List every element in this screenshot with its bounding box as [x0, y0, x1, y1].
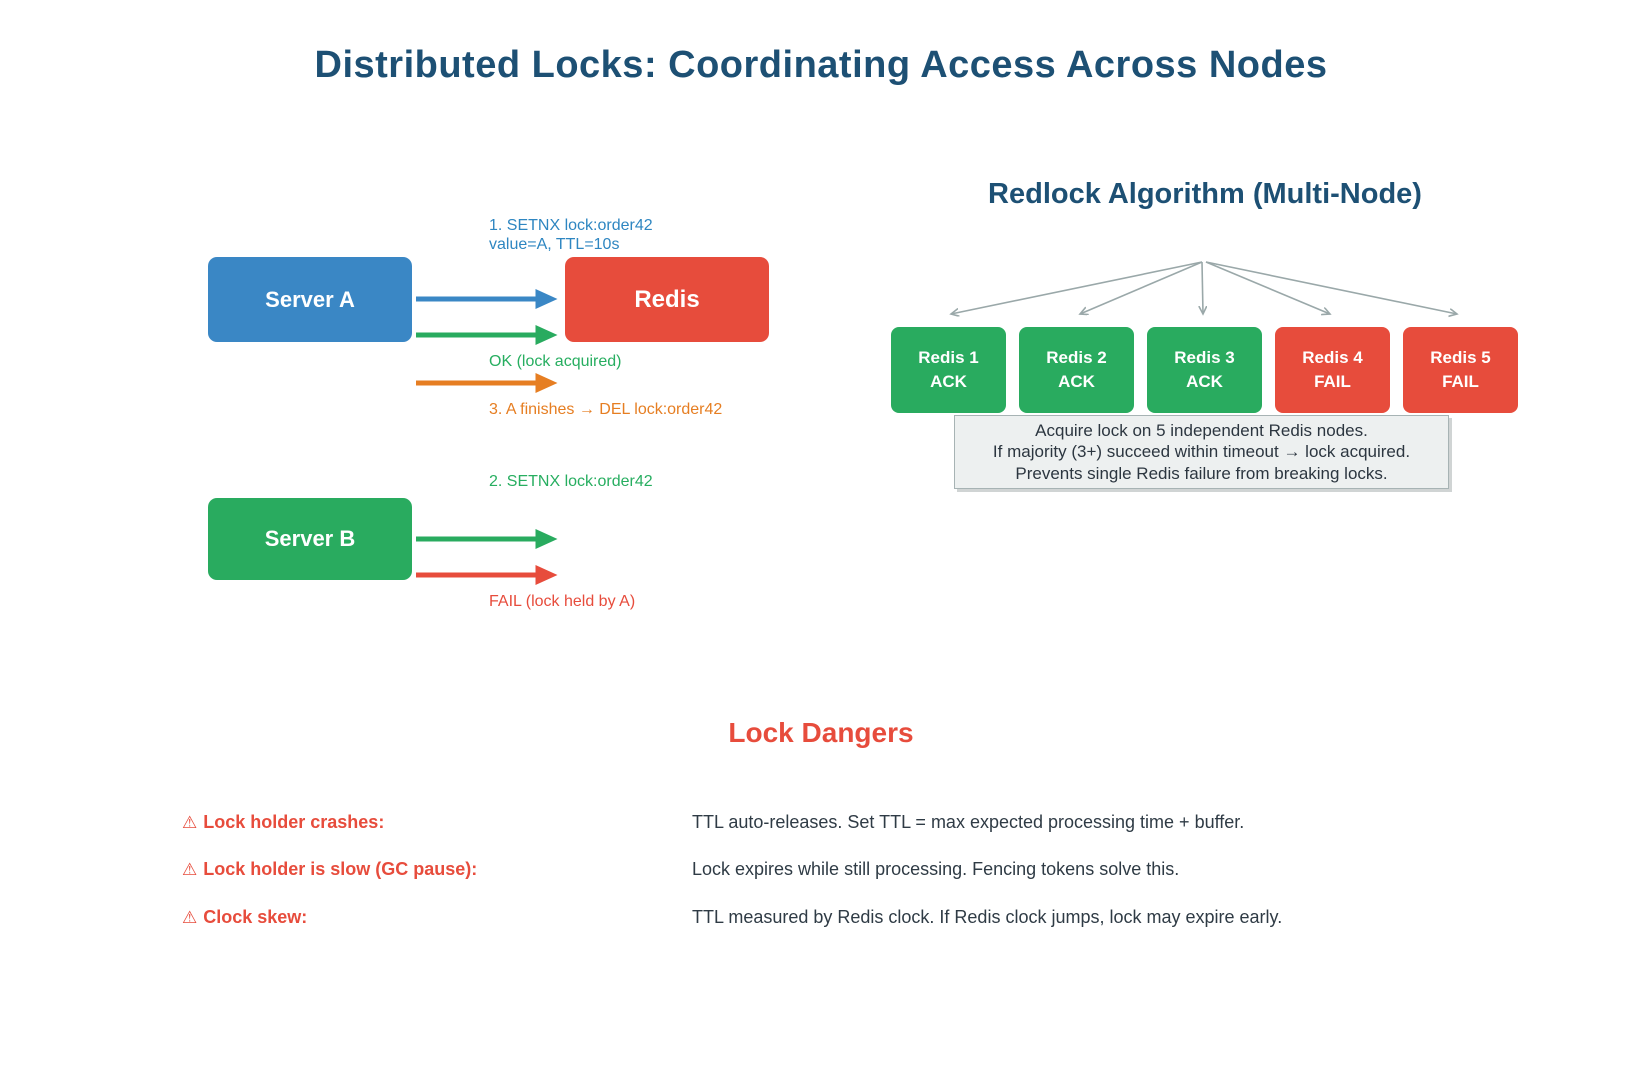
redis-node-4: Redis 4 FAIL: [1275, 327, 1390, 413]
redlock-title: Redlock Algorithm (Multi-Node): [988, 178, 1422, 210]
server-b-box: Server B: [208, 498, 412, 580]
danger-label-clock-skew: ⚠ Clock skew:: [182, 907, 307, 928]
page-title: Distributed Locks: Coordinating Access A…: [314, 44, 1328, 86]
redis-label: Redis: [634, 285, 700, 313]
server-b-label: Server B: [264, 526, 356, 551]
redis-node-2: Redis 2 ACK: [1019, 327, 1134, 413]
redis-node-4-status: FAIL: [1314, 372, 1351, 391]
danger-label-crashes: ⚠ Lock holder crashes:: [182, 812, 384, 833]
danger-label-text: Lock holder is slow (GC pause):: [203, 859, 478, 879]
msg1-label: 1. SETNX lock:order42 value=A, TTL=10s: [489, 216, 653, 254]
redis-node-5: Redis 5 FAIL: [1403, 327, 1518, 413]
danger-desc-crashes: TTL auto-releases. Set TTL = max expecte…: [692, 812, 1245, 832]
fan-arrow-redis2: [1080, 261, 1203, 314]
danger-row-clock-skew: ⚠ Clock skew: TTL measured by Redis clock…: [0, 907, 1642, 931]
redlock-note-line2: If majority (3+) succeed within timeout …: [992, 442, 1411, 462]
redis-node-2-name: Redis 2: [1046, 348, 1107, 367]
fan-arrow-redis3: [1202, 261, 1203, 314]
danger-desc-slow: Lock expires while still processing. Fen…: [692, 859, 1180, 879]
danger-desc-clock-skew: TTL measured by Redis clock. If Redis cl…: [692, 907, 1283, 927]
redis-node-1: Redis 1 ACK: [891, 327, 1006, 413]
warning-icon: ⚠: [182, 908, 198, 927]
danger-row-crashes: ⚠ Lock holder crashes: TTL auto-releases.…: [0, 812, 1642, 836]
danger-row-slow: ⚠ Lock holder is slow (GC pause): Lock ex…: [0, 859, 1642, 883]
redis-node-5-name: Redis 5: [1430, 348, 1491, 367]
redlock-note-box: Acquire lock on 5 independent Redis node…: [954, 415, 1449, 489]
redis-node-3: Redis 3 ACK: [1147, 327, 1262, 413]
redis-node-3-name: Redis 3: [1174, 348, 1235, 367]
fail-label: FAIL (lock held by A): [489, 593, 636, 610]
redis-box: Redis: [565, 257, 769, 342]
server-a-box: Server A: [208, 257, 412, 342]
redlock-note-line3: Prevents single Redis failure from break…: [1015, 463, 1388, 483]
ok-label: OK (lock acquired): [489, 353, 622, 370]
fan-arrow-redis5: [1205, 261, 1457, 314]
fan-arrow-redis4: [1205, 261, 1330, 314]
msg1-line1: 1. SETNX lock:order42: [489, 217, 653, 234]
warning-icon: ⚠: [182, 813, 198, 832]
redis-node-1-name: Redis 1: [918, 348, 979, 367]
danger-label-text: Lock holder crashes:: [203, 812, 385, 832]
warning-icon: ⚠: [182, 860, 198, 879]
redis-node-3-status: ACK: [1186, 372, 1223, 391]
redlock-note-line1: Acquire lock on 5 independent Redis node…: [1035, 420, 1368, 440]
redis-node-row: Redis 1 ACK Redis 2 ACK Redis 3 ACK Redi…: [891, 327, 1518, 413]
msg3-label: 3. A finishes → DEL lock:order42: [489, 401, 723, 418]
redis-node-4-name: Redis 4: [1302, 348, 1363, 367]
msg2-label: 2. SETNX lock:order42: [489, 473, 653, 490]
server-a-label: Server A: [265, 286, 355, 312]
lock-dangers-title: Lock Dangers: [728, 717, 914, 748]
msg1-line2: value=A, TTL=10s: [489, 236, 620, 253]
danger-label-text: Clock skew:: [203, 907, 308, 927]
fan-arrow-redis1: [951, 261, 1203, 314]
danger-label-slow: ⚠ Lock holder is slow (GC pause):: [182, 859, 477, 880]
redis-node-1-status: ACK: [930, 372, 967, 391]
redis-node-2-status: ACK: [1058, 372, 1095, 391]
redis-node-5-status: FAIL: [1442, 372, 1479, 391]
